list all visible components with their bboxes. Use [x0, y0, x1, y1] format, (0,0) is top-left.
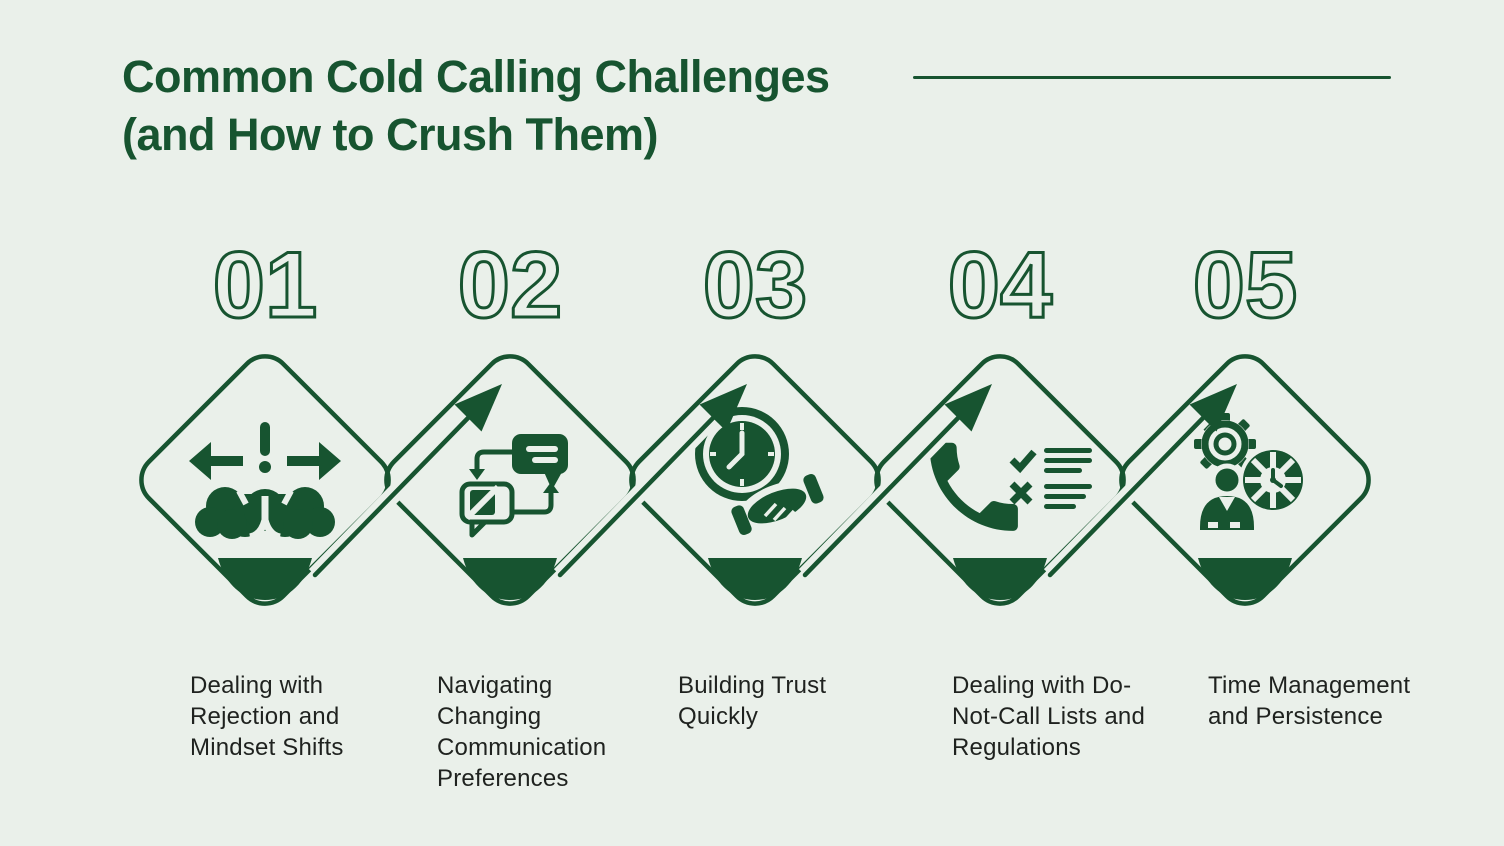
- step-label: Dealing with Rejection and Mindset Shift…: [190, 672, 344, 761]
- step-label: Building Trust Quickly: [678, 672, 827, 730]
- step-number: 04: [948, 232, 1053, 337]
- diamond-base-wedge: [708, 558, 802, 600]
- page-title: Common Cold Calling Challenges (and How …: [122, 48, 1022, 164]
- chat-exchange-icon: [459, 434, 568, 538]
- growth-arrow: [308, 384, 502, 581]
- step-number: 02: [458, 232, 563, 337]
- step-label: Navigating Changing Communication Prefer…: [437, 672, 607, 792]
- diamond-base-wedge: [1198, 558, 1292, 600]
- step-number: 05: [1193, 232, 1298, 337]
- step-number: 03: [703, 232, 808, 337]
- person-gear-clock-icon: [1194, 413, 1307, 530]
- step-label: Time Management and Persistence: [1208, 672, 1411, 730]
- step-diamond: [1119, 354, 1371, 606]
- phone-checklist-icon: [929, 442, 1092, 531]
- diamond-base-wedge: [218, 558, 312, 600]
- title-rule: [913, 76, 1391, 79]
- growth-arrow: [798, 384, 992, 581]
- growth-arrow: [1043, 384, 1237, 581]
- page-title-line1: Common Cold Calling Challenges: [122, 51, 830, 102]
- clock-handshake-icon: [695, 407, 824, 536]
- step-number: 01: [213, 232, 318, 337]
- page-title-line2: (and How to Crush Them): [122, 109, 658, 160]
- step-label: Dealing with Do-Not-Call Lists and Regul…: [952, 672, 1146, 761]
- diamond-base-wedge: [463, 558, 557, 600]
- diamond-base-wedge: [953, 558, 1047, 600]
- growth-arrow: [553, 384, 747, 581]
- brain-conflict-icon: [189, 422, 341, 541]
